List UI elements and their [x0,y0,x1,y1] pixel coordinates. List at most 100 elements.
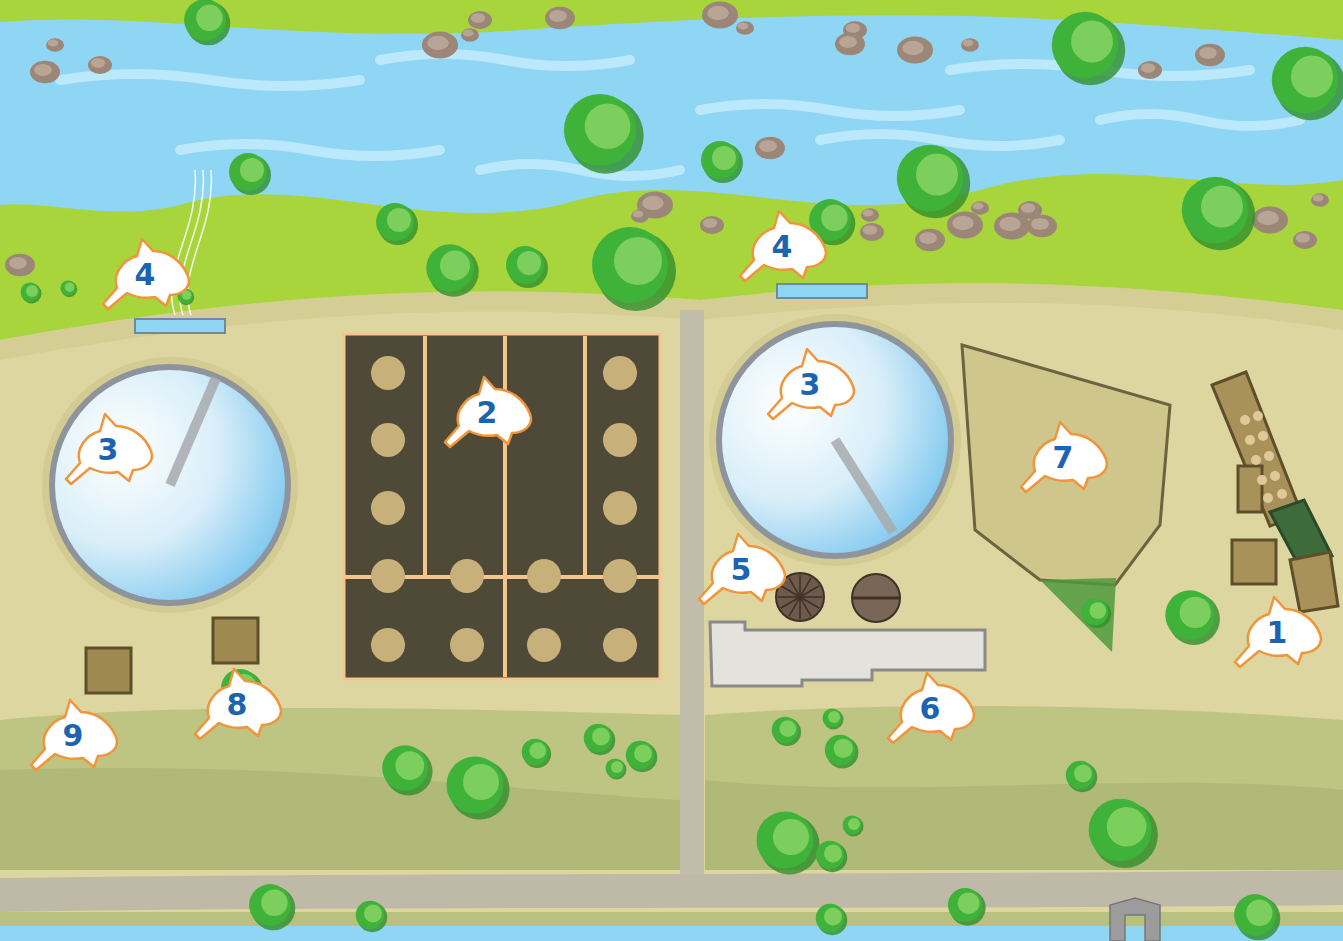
digester-spoke [800,586,819,597]
tree-highlight [779,720,796,737]
tree [1234,894,1276,936]
grit-cell [1263,493,1273,503]
shed [213,618,258,663]
tree-highlight [1291,56,1333,98]
tree-shadow [824,710,844,730]
callout-number: 4 [135,260,156,290]
aerator [527,628,561,662]
grit-cell [1264,451,1274,461]
tree [522,739,549,766]
tree-highlight [834,739,853,758]
rock-highlight [1021,203,1035,213]
pump-house [1290,552,1338,612]
aerator [603,491,637,525]
tree [184,0,226,41]
grit-cell [1257,475,1267,485]
rock [422,32,458,59]
clarifier-berm [42,357,298,613]
tree [606,759,625,778]
river-ripple [700,104,960,116]
rock-highlight [846,23,860,33]
tree-shadow [844,817,864,837]
tree-shadow [61,281,77,297]
bank-edge [0,283,1343,360]
tree-highlight [1074,765,1092,783]
callout-fish: 4 [95,230,195,314]
tree [823,709,842,728]
tree-highlight [529,742,546,759]
tree [426,244,474,292]
callout-fish: 8 [187,660,287,744]
tree [1052,12,1119,79]
gas-holder-seam [853,597,899,600]
tree-highlight [821,205,847,231]
callout-number: 3 [800,370,821,400]
rock [897,37,933,64]
rock-highlight [1257,211,1279,225]
tree [382,745,428,791]
rock [700,216,724,234]
fish-shape [31,700,117,770]
river-ripple [820,134,1060,146]
callout-fish: 7 [1013,413,1113,497]
tree [948,888,982,922]
tree-highlight [1180,597,1211,628]
rock [461,28,479,42]
tree [626,741,655,770]
tree [772,717,799,744]
tree-highlight [1246,900,1272,926]
tree [825,735,855,765]
bridge [1110,898,1160,941]
rock-highlight [759,140,777,152]
callout-number: 4 [772,232,793,262]
callout-fish: 5 [691,525,791,609]
tree-highlight [1201,186,1243,228]
fish-shape [888,673,974,743]
rock [861,208,879,222]
inlet-channel [1212,372,1302,526]
river [0,15,1343,213]
fish-shape [195,669,281,739]
tree [584,724,613,753]
fish-shape [66,414,152,484]
tree [1165,590,1214,639]
tree [897,145,964,212]
rock-highlight [463,29,474,36]
rock-highlight [549,10,567,22]
river-ripple [1100,114,1300,126]
rock-highlight [471,13,485,23]
callout-number: 6 [920,694,941,724]
lower-meadow-shade [0,768,680,870]
clarifier-tank [52,367,288,603]
callout-number: 5 [731,555,752,585]
rock [545,7,575,30]
scraper-bridge [170,378,216,485]
fish-shape [768,349,854,419]
rock-highlight [1199,47,1217,59]
aerator [371,559,405,593]
rock-highlight [633,210,644,217]
grit-cell [1240,415,1250,425]
tree [1066,761,1095,790]
tree [249,884,291,926]
rock [1195,44,1225,67]
rock [961,38,979,52]
rock-highlight [1031,218,1049,230]
tree-highlight [517,251,541,275]
digester-spoke [778,596,800,598]
rock [915,229,945,252]
grit-cell [1251,455,1261,465]
outfall [135,319,225,333]
rock-highlight [973,202,984,209]
callout-number: 1 [1267,618,1288,648]
rock [46,38,64,52]
tree [229,153,267,191]
tree-highlight [387,208,411,232]
tree-highlight [611,761,623,773]
callout-fish: 4 [732,202,832,286]
basin-walls [344,336,660,677]
digester-spoke [800,597,811,616]
tree-highlight [1071,21,1113,63]
